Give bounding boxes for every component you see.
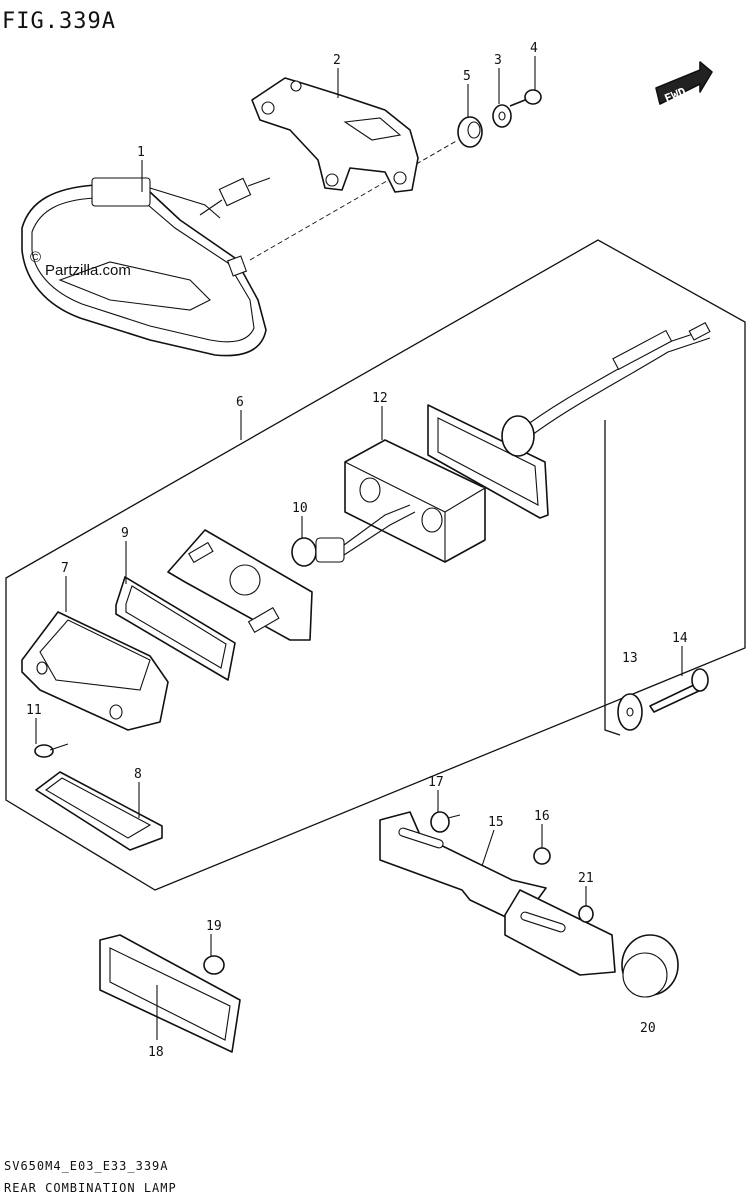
reflector-nut-19 <box>203 955 225 975</box>
mounting-bracket <box>251 77 419 193</box>
callout-10: 10 <box>292 501 308 516</box>
callout-18: 18 <box>148 1045 164 1060</box>
lamp-lens-housing <box>21 611 169 731</box>
watermark-mark: © <box>30 249 41 266</box>
lens-screw <box>34 743 69 758</box>
callout-15: 15 <box>488 815 504 830</box>
callout-14: 14 <box>672 631 688 646</box>
callout-13: 13 <box>622 651 638 666</box>
washer <box>492 104 512 128</box>
callout-12: 12 <box>372 391 388 406</box>
callout-7: 7 <box>61 561 69 576</box>
side-reflector <box>99 934 241 1053</box>
sub-assembly-bracket <box>604 420 621 736</box>
assembly-frame <box>5 239 746 891</box>
rubber-grommet <box>457 116 483 148</box>
fwd-arrow-badge: FWD <box>655 61 713 106</box>
cable-grommet <box>501 415 535 457</box>
dash-lamp-to-bracket <box>249 139 459 261</box>
callout-1: 1 <box>137 145 145 160</box>
diagram-caption: REAR COMBINATION LAMP <box>4 1181 177 1195</box>
callout-8: 8 <box>134 767 142 782</box>
callout-11: 11 <box>26 703 42 718</box>
holder-gasket <box>115 576 236 681</box>
callout-group-top: 1 2 3 4 5 6 <box>137 41 538 440</box>
mounting-bolt <box>649 668 709 713</box>
callout-19: 19 <box>206 919 222 934</box>
callout-5: 5 <box>463 69 471 84</box>
callout-16: 16 <box>534 809 550 824</box>
screw <box>509 89 542 107</box>
wiring-harness <box>519 321 711 439</box>
license-bracket <box>379 811 616 976</box>
callout-21: 21 <box>578 871 594 886</box>
callout-group-lower: 7 8 9 10 11 12 13 14 15 16 17 18 19 20 2… <box>26 391 688 1060</box>
figure-title: FIG.339A <box>2 9 116 34</box>
lamp-holder-board <box>167 529 313 641</box>
round-reflector <box>621 934 679 998</box>
bulb <box>291 504 416 567</box>
callout-17: 17 <box>428 775 444 790</box>
gasket-plate <box>427 404 549 519</box>
socket-block <box>344 439 486 563</box>
callout-3: 3 <box>494 53 502 68</box>
tail-lamp-housing <box>21 177 271 357</box>
diagram-code: SV650M4_E03_E33_339A <box>4 1159 169 1173</box>
callout-9: 9 <box>121 526 129 541</box>
watermark-text: Partzilla.com <box>45 262 131 279</box>
reflector-nut <box>578 905 594 923</box>
callout-20: 20 <box>640 1021 656 1036</box>
callout-2: 2 <box>333 53 341 68</box>
bracket-bolt <box>430 811 461 833</box>
reflector-strip <box>35 771 163 851</box>
bracket-nut <box>533 847 551 865</box>
callout-6: 6 <box>236 395 244 410</box>
bolt-washer <box>617 693 643 731</box>
callout-4: 4 <box>530 41 538 56</box>
